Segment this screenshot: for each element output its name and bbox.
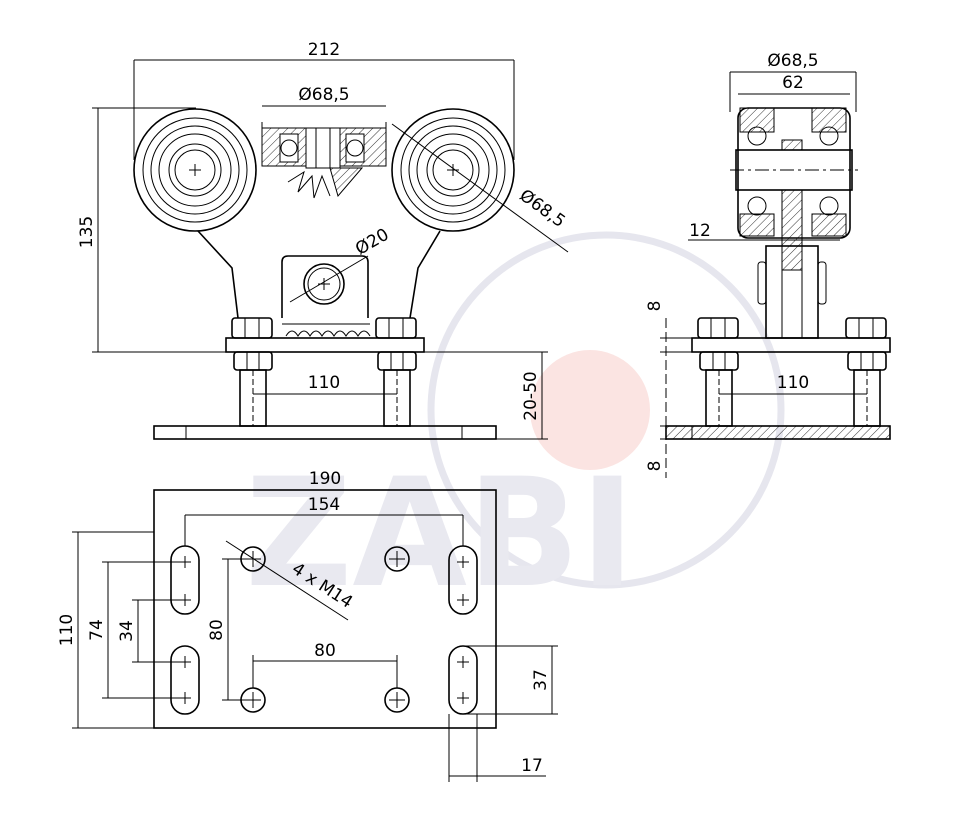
dim-front-bearing-dia: Ø68,5 bbox=[298, 85, 349, 105]
dim-side-web: 12 bbox=[689, 221, 711, 241]
side-wheels-section bbox=[730, 107, 858, 239]
dim-side-bolt-spacing: 110 bbox=[777, 373, 809, 393]
watermark-dot bbox=[530, 350, 650, 470]
dim-plate-hole-horizontal: 80 bbox=[314, 641, 336, 661]
dim-side-thk-bottom: 8 bbox=[645, 461, 665, 472]
dim-front-height: 135 bbox=[77, 216, 97, 248]
right-arm bbox=[409, 230, 441, 319]
front-top-nuts bbox=[231, 317, 417, 339]
dim-side-thk-top: 8 bbox=[645, 301, 665, 312]
side-top-nuts bbox=[697, 317, 887, 339]
watermark-ring bbox=[427, 231, 785, 589]
front-flange bbox=[225, 337, 425, 353]
dim-side-width: 62 bbox=[782, 73, 804, 93]
dim-front-width: 212 bbox=[308, 40, 340, 60]
left-arm bbox=[197, 230, 239, 319]
watermark-text: ZABI bbox=[245, 447, 635, 621]
dim-adjust-range: 20-50 bbox=[521, 371, 541, 420]
side-view: Ø68,5 62 12 8 8 110 bbox=[645, 51, 891, 478]
right-wheel bbox=[391, 108, 515, 232]
front-lower-nuts bbox=[233, 351, 417, 371]
dim-plate-slot-outer: 74 bbox=[87, 619, 107, 641]
dim-plate-width: 190 bbox=[309, 469, 341, 489]
watermark: ZABI bbox=[245, 231, 785, 621]
dim-side-wheel-dia: Ø68,5 bbox=[767, 51, 818, 71]
dim-plate-slot-spacing: 154 bbox=[308, 495, 340, 515]
side-base-plate bbox=[665, 425, 891, 440]
front-base-plate bbox=[153, 425, 497, 440]
side-flange bbox=[691, 337, 891, 353]
front-view: 212 Ø68,5 Ø68,5 Ø20 135 110 20-50 bbox=[77, 40, 569, 440]
dim-plate-slot-inner: 34 bbox=[117, 620, 137, 642]
dim-plate-slot-length: 37 bbox=[531, 669, 551, 691]
left-wheel bbox=[133, 108, 257, 232]
dim-plate-slot-width: 17 bbox=[521, 756, 543, 776]
axle-bracket bbox=[281, 255, 371, 337]
dim-front-wheel-dia: Ø68,5 bbox=[516, 186, 569, 232]
dim-front-bolt-spacing: 110 bbox=[308, 373, 340, 393]
dim-axle-dia: Ø20 bbox=[352, 225, 392, 260]
side-lower-nuts bbox=[699, 351, 887, 371]
center-bearing-section bbox=[261, 122, 387, 199]
dim-plate-height: 110 bbox=[57, 614, 77, 646]
dim-plate-hole-vertical: 80 bbox=[207, 619, 227, 641]
